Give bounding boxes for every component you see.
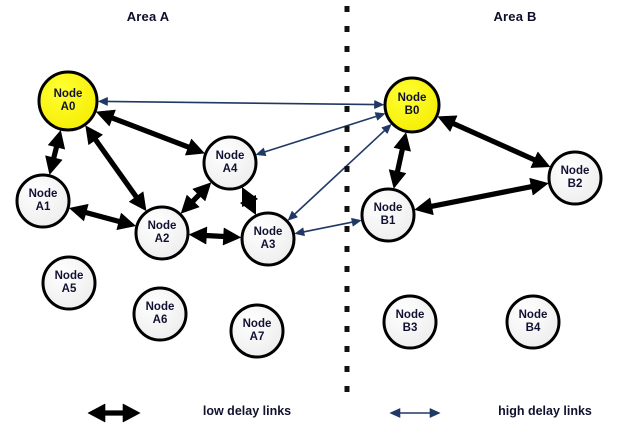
link-shaft bbox=[262, 115, 379, 154]
link-arrowhead-forward bbox=[185, 138, 205, 156]
link-arrowhead-backward bbox=[437, 115, 458, 132]
link-a4-b0-high bbox=[255, 112, 386, 157]
link-arrowhead-backward bbox=[180, 194, 200, 214]
link-shaft bbox=[428, 183, 535, 210]
link-arrowhead-backward bbox=[287, 210, 298, 221]
node-a1[interactable] bbox=[15, 173, 71, 229]
link-arrowhead-forward bbox=[45, 155, 63, 175]
link-b0-b2-low bbox=[437, 115, 551, 168]
link-a1-a2-low bbox=[69, 204, 136, 230]
link-a2-a4-low bbox=[180, 182, 212, 214]
link-a0-b0-high bbox=[98, 97, 384, 109]
link-shaft bbox=[82, 209, 123, 225]
node-a7[interactable] bbox=[229, 303, 285, 359]
link-arrowhead-backward bbox=[255, 147, 267, 157]
link-arrowhead-backward bbox=[294, 227, 305, 237]
link-arrowhead-forward bbox=[374, 100, 384, 109]
node-b3[interactable] bbox=[382, 294, 438, 350]
links-layer bbox=[45, 97, 551, 246]
link-arrowhead-backward bbox=[241, 187, 258, 207]
link-shaft bbox=[449, 119, 539, 164]
node-a2[interactable] bbox=[134, 205, 190, 261]
node-b4[interactable] bbox=[505, 294, 561, 350]
link-arrowhead-forward bbox=[374, 112, 386, 121]
link-arrowhead-backward bbox=[393, 132, 411, 152]
title-area-a: Area A bbox=[126, 9, 170, 24]
legend-low-arrow bbox=[87, 403, 141, 423]
link-arrowhead-forward bbox=[128, 191, 147, 211]
link-shaft bbox=[292, 128, 387, 216]
link-arrowhead-backward bbox=[47, 130, 66, 150]
link-b0-b1-low bbox=[388, 132, 411, 189]
link-a0-a1-low bbox=[45, 130, 66, 175]
link-a4-a3-low bbox=[240, 187, 258, 215]
link-arrowhead-forward bbox=[529, 177, 549, 196]
node-a6[interactable] bbox=[132, 286, 188, 342]
node-a5[interactable] bbox=[41, 255, 97, 311]
node-b0[interactable] bbox=[383, 76, 441, 134]
link-a0-a4-low bbox=[96, 109, 205, 156]
link-b1-b2-low bbox=[414, 177, 549, 216]
link-arrowhead-backward bbox=[69, 204, 89, 222]
title-area-b: Area B bbox=[493, 9, 537, 24]
link-shaft bbox=[302, 221, 354, 233]
link-arrowhead-forward bbox=[388, 169, 407, 189]
link-a2-a3-low bbox=[189, 226, 241, 246]
link-arrowhead-forward bbox=[351, 217, 362, 227]
link-arrowhead-forward bbox=[222, 227, 241, 246]
link-arrowhead-backward bbox=[85, 125, 103, 145]
node-b1[interactable] bbox=[360, 187, 416, 243]
link-arrowhead-backward bbox=[98, 97, 108, 106]
node-a3[interactable] bbox=[240, 211, 296, 267]
legend-arrowhead-right bbox=[122, 403, 141, 423]
node-a4[interactable] bbox=[202, 135, 258, 191]
link-arrowhead-backward bbox=[414, 197, 434, 216]
link-arrowhead-forward bbox=[381, 124, 392, 134]
legend-arrowhead-left bbox=[87, 403, 106, 423]
legend-arrowhead-right bbox=[429, 408, 441, 418]
link-a3-b1-high bbox=[294, 217, 362, 237]
link-shaft bbox=[203, 232, 227, 240]
link-a0-a2-low bbox=[85, 125, 147, 211]
legend-high-label: high delay links bbox=[498, 404, 592, 418]
link-arrowhead-forward bbox=[116, 212, 136, 230]
link-shaft bbox=[105, 100, 377, 106]
legend-high-arrow bbox=[389, 408, 441, 418]
link-arrowhead-backward bbox=[189, 226, 208, 245]
node-b2[interactable] bbox=[547, 150, 603, 206]
link-shaft bbox=[108, 114, 193, 151]
nodes-layer bbox=[15, 70, 603, 359]
link-shaft bbox=[91, 135, 141, 201]
link-arrowhead-forward bbox=[530, 151, 551, 168]
link-a3-b0-high bbox=[287, 124, 392, 221]
legend-low-label: low delay links bbox=[202, 404, 292, 418]
link-arrowhead-forward bbox=[192, 182, 212, 202]
link-shaft bbox=[394, 145, 406, 176]
legend-arrows-layer bbox=[87, 403, 441, 423]
legend-arrowhead-left bbox=[389, 408, 401, 418]
link-arrowhead-backward bbox=[96, 109, 116, 127]
node-a0[interactable] bbox=[37, 70, 99, 132]
